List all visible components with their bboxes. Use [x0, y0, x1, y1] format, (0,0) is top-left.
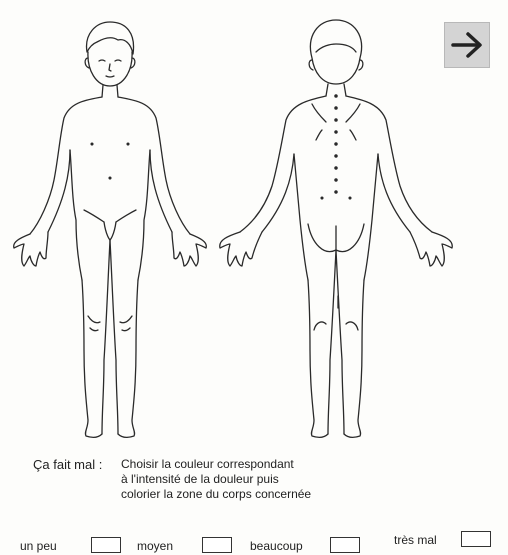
next-button[interactable] [444, 22, 490, 68]
pain-scale: un peu moyen beaucoup très mal [0, 528, 508, 552]
pain-label: Ça fait mal : [33, 457, 102, 472]
scale-label-moyen: moyen [137, 538, 173, 554]
arrow-right-icon [445, 23, 489, 67]
body-back-outline-icon[interactable] [220, 20, 453, 437]
scale-box-moyen[interactable] [202, 537, 232, 553]
instruction-line: à l'intensité de la douleur puis [121, 472, 401, 487]
body-front-outline-icon[interactable] [14, 22, 207, 437]
scale-label-tres-mal: très mal [394, 532, 437, 548]
instruction-line: Choisir la couleur correspondant [121, 457, 401, 472]
scale-box-beaucoup[interactable] [330, 537, 360, 553]
instructions-text: Choisir la couleur correspondant à l'int… [121, 457, 401, 502]
scale-label-beaucoup: beaucoup [250, 538, 303, 554]
instruction-line: colorier la zone du corps concernée [121, 487, 401, 502]
scale-label-un-peu: un peu [20, 538, 57, 554]
scale-box-tres-mal[interactable] [461, 531, 491, 547]
scale-box-un-peu[interactable] [91, 537, 121, 553]
